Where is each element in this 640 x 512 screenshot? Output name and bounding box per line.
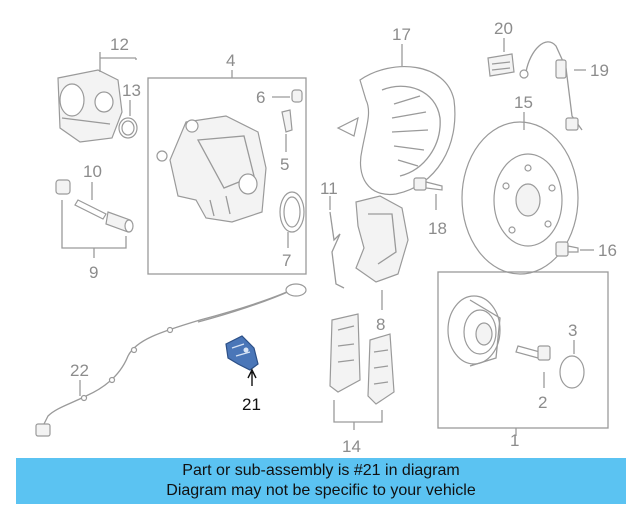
abs-sensor-part-21-highlighted[interactable] (225, 335, 259, 371)
banner-line-2: Diagram may not be specific to your vehi… (166, 482, 476, 499)
callout-18[interactable]: 18 (428, 219, 447, 238)
seal-ring-part-13[interactable] (118, 117, 138, 139)
callout-14[interactable]: 14 (342, 437, 361, 456)
leader-12 (99, 52, 137, 72)
callout-7[interactable]: 7 (282, 251, 291, 270)
wheel-hub-assembly[interactable] (447, 295, 501, 367)
hub-cap-part-3[interactable] (559, 355, 585, 389)
bleeder-cap-part-6[interactable] (291, 89, 303, 103)
abs-sensor-wire-part-22[interactable] (35, 283, 307, 437)
hub-box-1 (437, 271, 609, 429)
callout-3[interactable]: 3 (568, 321, 577, 340)
caliper-box-4 (147, 77, 307, 275)
banner-line-1: Part or sub-assembly is #21 in diagram (182, 462, 460, 479)
caliper-assembly[interactable] (156, 115, 267, 223)
callout-21[interactable]: 21 (242, 395, 261, 414)
leader-9 (61, 200, 127, 258)
guide-pin-part-10[interactable] (55, 179, 134, 233)
callout-11[interactable]: 11 (320, 179, 338, 198)
screw-part-16[interactable] (555, 241, 579, 257)
callout-16[interactable]: 16 (598, 241, 617, 260)
callout-19[interactable]: 19 (590, 61, 609, 80)
splash-shield-part-17[interactable] (336, 66, 456, 195)
info-banner: Part or sub-assembly is #21 in diagram D… (16, 458, 626, 504)
bolt-part-18[interactable] (413, 177, 443, 191)
leader-21 (247, 368, 257, 386)
leader-14 (333, 400, 383, 430)
carrier-bracket-part-8[interactable] (355, 195, 409, 283)
callout-8[interactable]: 8 (376, 315, 385, 334)
callout-15[interactable]: 15 (514, 93, 533, 112)
callout-1[interactable]: 1 (510, 431, 519, 450)
callout-4[interactable]: 4 (226, 51, 235, 70)
spring-part-11[interactable] (329, 211, 345, 289)
callout-10[interactable]: 10 (83, 162, 102, 181)
brake-hose-part-19[interactable] (519, 41, 583, 131)
callout-13[interactable]: 13 (122, 81, 141, 100)
callout-6[interactable]: 6 (256, 88, 265, 107)
callout-22[interactable]: 22 (70, 361, 89, 380)
piston-seal-part-7[interactable] (279, 191, 305, 233)
brake-rotor-part-15[interactable] (461, 121, 579, 275)
callout-2[interactable]: 2 (538, 393, 547, 412)
brake-pad-set-part-14[interactable] (329, 313, 395, 405)
callout-20[interactable]: 20 (494, 19, 513, 38)
caliper-housing-part-12[interactable] (57, 69, 123, 143)
clip-part-20[interactable] (487, 53, 515, 77)
callout-12[interactable]: 12 (110, 35, 129, 54)
bleeder-screw-part-5[interactable] (281, 109, 293, 133)
callout-9[interactable]: 9 (89, 263, 98, 282)
callout-17[interactable]: 17 (392, 25, 411, 44)
hub-bolt-part-2[interactable] (515, 345, 551, 361)
callout-5[interactable]: 5 (280, 155, 289, 174)
